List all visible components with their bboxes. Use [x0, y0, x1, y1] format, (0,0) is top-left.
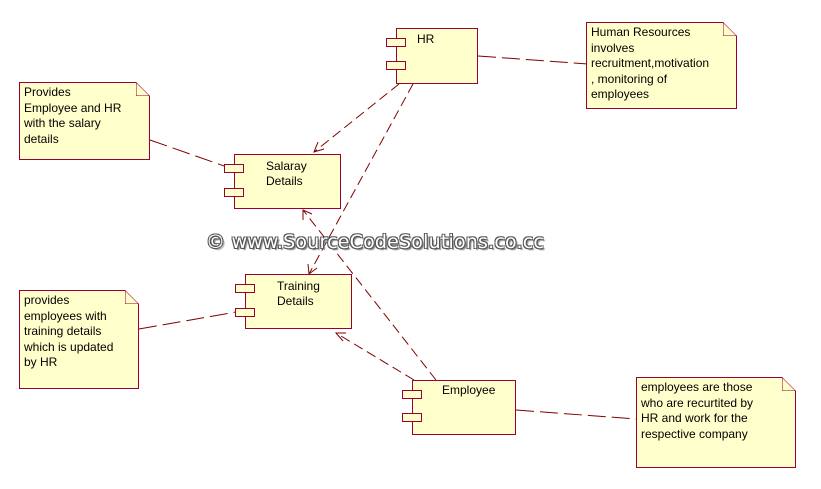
salary-details-component[interactable]: Salaray Details	[234, 154, 341, 209]
hr-component-label: HR	[417, 32, 435, 46]
training-component-tab-top	[235, 284, 255, 293]
employee-to-salary-dependency	[302, 209, 437, 381]
training-details-label: Training Details	[277, 279, 320, 308]
training-note-text: provides employees with training details…	[24, 293, 114, 369]
hr-to-salary-arrowhead	[313, 141, 325, 153]
salary-note-link	[149, 139, 231, 169]
training-note-link	[138, 311, 237, 330]
salary-note-text: Provides Employee and HR with the salary…	[24, 85, 122, 146]
hr-component[interactable]: HR	[396, 28, 478, 84]
training-component-tab-bottom	[235, 308, 255, 317]
watermark-text: © www.SourceCodeSolutions.co.cc	[206, 231, 545, 253]
employee-component-label: Employee	[442, 383, 496, 397]
hr-to-training-dependency	[308, 83, 414, 275]
salary-component-tab-top	[224, 164, 244, 173]
employee-note-link	[515, 409, 637, 420]
employee-to-training-dependency	[335, 332, 415, 381]
training-details-component[interactable]: Training Details	[245, 274, 352, 329]
hr-component-tab-top	[386, 38, 406, 47]
employee-to-salary-arrowhead	[302, 209, 313, 220]
hr-note-link	[477, 55, 589, 65]
hr-to-training-arrowhead	[307, 263, 318, 275]
training-note[interactable]: provides employees with training details…	[19, 290, 139, 389]
hr-note-text: Human Resources involves recruitment,mot…	[591, 25, 710, 101]
salary-note[interactable]: Provides Employee and HR with the salary…	[19, 82, 150, 160]
hr-to-salary-dependency	[313, 83, 400, 153]
employee-component-tab-bottom	[402, 413, 422, 422]
employee-note-text: employees are those who are recurtited b…	[641, 380, 754, 441]
hr-note[interactable]: Human Resources involves recruitment,mot…	[586, 22, 737, 109]
salary-component-tab-bottom	[224, 188, 244, 197]
employee-component[interactable]: Employee	[412, 380, 516, 435]
employee-note[interactable]: employees are those who are recurtited b…	[636, 377, 796, 468]
hr-component-tab-bottom	[386, 61, 406, 70]
employee-component-tab-top	[402, 390, 422, 399]
salary-details-label: Salaray Details	[266, 159, 307, 188]
employee-to-training-arrowhead	[334, 332, 346, 342]
